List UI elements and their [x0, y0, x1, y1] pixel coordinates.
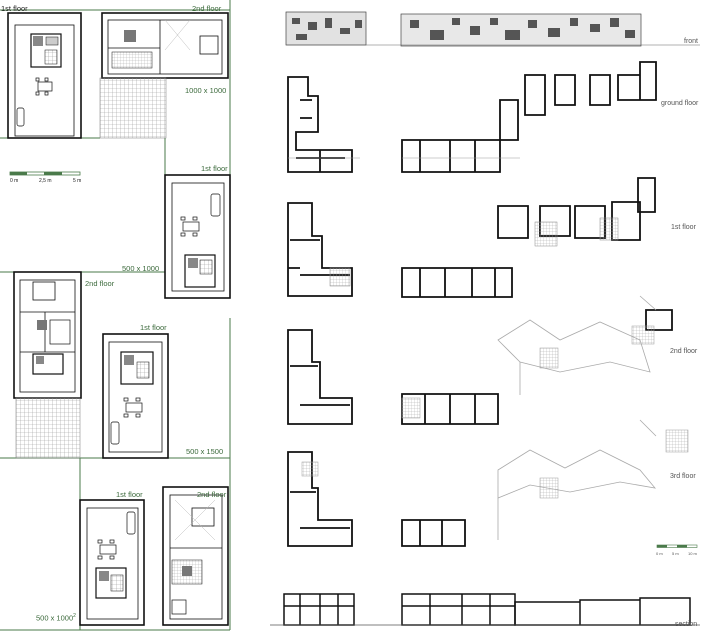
unit-c-first-floor-label: 1st floor: [140, 323, 167, 332]
unit-b-size-label: 500 x 1000: [122, 264, 160, 273]
first-floor-label: 1st floor: [671, 224, 696, 231]
unit-a-first-floor-plan: [7, 12, 82, 139]
right-scale-zero: 0 m: [656, 551, 663, 556]
third-floor-label: 3rd floor: [670, 473, 696, 480]
ground-floor-plan: [287, 61, 657, 173]
unit-a-size-label: 1000 x 1000: [185, 86, 227, 95]
section-label: section: [675, 621, 698, 628]
unit-a-second-floor-plan: [99, 12, 229, 139]
unit-a-first-floor-label: 1st floor: [1, 4, 28, 13]
front-label: front: [684, 38, 699, 45]
right-scale-bar: [656, 544, 698, 548]
second-floor-label: 2nd floor: [670, 348, 698, 355]
left-scale-end: 5 m: [73, 178, 82, 184]
front-elevation: [285, 11, 700, 47]
second-floor-plan: [287, 295, 673, 425]
unit-d-second-floor-plan: [162, 486, 229, 626]
unit-b-first-floor-label: 1st floor: [201, 164, 228, 173]
unit-c-first-floor-plan: [102, 333, 169, 459]
left-scale-bar: [9, 171, 81, 176]
right-scale-end: 10 m: [688, 551, 697, 556]
unit-d-first-floor-plan: [79, 499, 145, 626]
unit-c-size-label: 500 x 1500: [186, 447, 224, 456]
unit-b-first-floor-plan: [164, 174, 231, 299]
right-scale-mid: 5 m: [672, 551, 679, 556]
unit-d-size-label: 500 x 10002: [36, 613, 76, 623]
first-floor-plan: [287, 177, 656, 298]
left-scale-zero: 0 m: [10, 178, 19, 184]
unit-d-first-floor-label: 1st floor: [116, 490, 143, 499]
unit-c-second-floor-plan: [13, 271, 82, 459]
unit-d-second-floor-label: 2nd floor: [197, 490, 227, 499]
unit-c-second-floor-label: 2nd floor: [85, 279, 115, 288]
ground-floor-label: ground floor: [661, 100, 699, 107]
section-drawing: [270, 593, 700, 626]
third-floor-plan: [287, 419, 689, 547]
unit-a-second-floor-label: 2nd floor: [192, 4, 222, 13]
left-scale-mid: 2,5 m: [39, 178, 52, 184]
